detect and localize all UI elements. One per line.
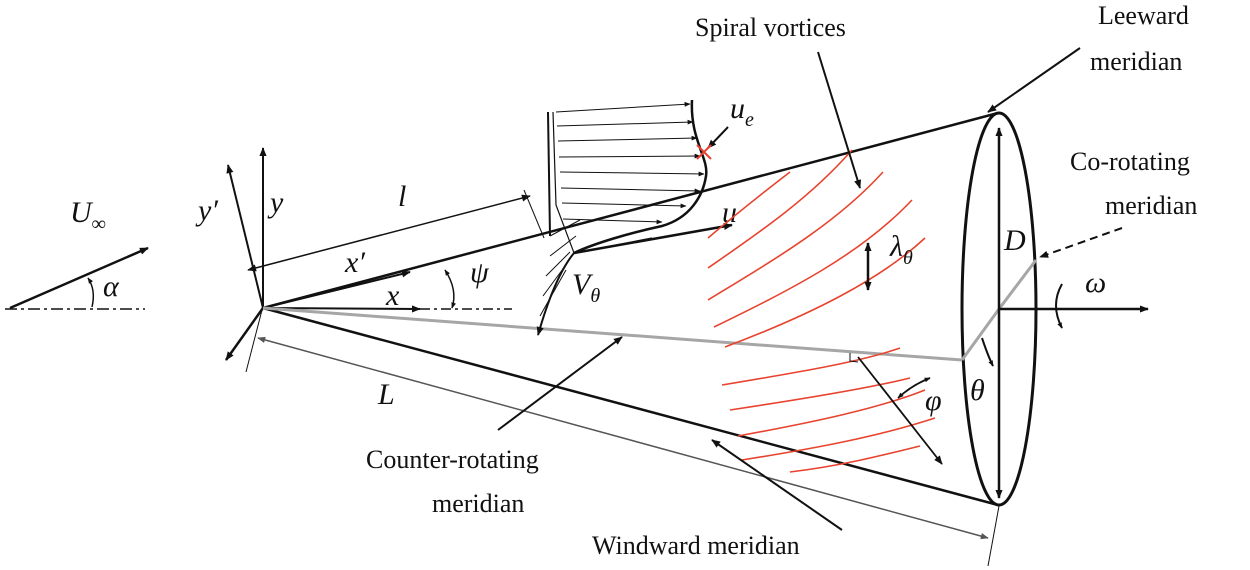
velocity-profile: [536, 99, 733, 336]
alpha-label: α: [103, 270, 120, 303]
L-label: L: [377, 378, 395, 411]
freestream-arrow: [5, 246, 149, 310]
lambda-label: λθ: [889, 230, 913, 269]
co-rotating-label-line2: meridian: [1105, 191, 1197, 220]
annotation-leaders: [497, 47, 1123, 531]
theta-rotation-arc: [981, 337, 994, 367]
edge-velocity-marker: [696, 144, 712, 160]
u-infinity-label: U∞: [70, 196, 106, 235]
l-label: l: [398, 180, 406, 213]
spiral-vortex-lines: [707, 149, 936, 473]
alpha-angle-arc: [87, 277, 95, 308]
u-e-label: ue: [730, 92, 754, 131]
counter-rotating-label-line1: Counter-rotating: [366, 445, 539, 474]
u-label: u: [722, 196, 737, 229]
psi-angle-arc: [444, 269, 456, 309]
omega-rotation-arc: [1055, 283, 1063, 329]
spiral-vortices-label: Spiral vortices: [695, 13, 846, 42]
x-prime-label: x′: [344, 246, 365, 279]
leeward-label-line2: meridian: [1090, 47, 1182, 76]
leeward-label-line1: Leeward: [1098, 1, 1189, 30]
y-label: y: [267, 186, 284, 219]
x-label: x: [385, 279, 400, 312]
windward-label: Windward meridian: [592, 531, 800, 560]
psi-label: ψ: [470, 256, 490, 289]
phi-label: φ: [925, 384, 942, 417]
d-label: D: [1003, 224, 1026, 257]
counter-rotating-label-line2: meridian: [432, 489, 524, 518]
y-prime-label: y′: [195, 194, 218, 227]
co-rotating-label-line1: Co-rotating: [1070, 147, 1190, 176]
length-l-dimension: [247, 189, 545, 272]
v-theta-label: Vθ: [572, 268, 600, 307]
coordinate-axes: [224, 147, 512, 361]
theta-label: θ: [970, 374, 985, 407]
omega-label: ω: [1085, 266, 1106, 299]
length-L-dimension: [245, 309, 1000, 567]
